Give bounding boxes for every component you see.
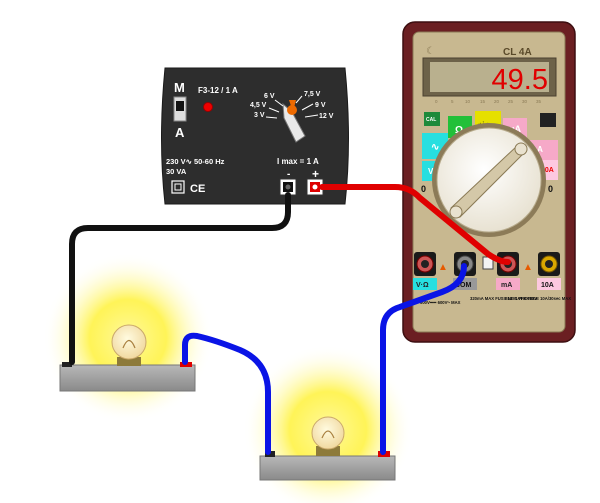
svg-text:35: 35 xyxy=(536,99,542,104)
zero-left: 0 xyxy=(421,184,426,194)
multimeter-model: CL 4A xyxy=(503,47,532,58)
warning-left-icon: ▲ xyxy=(438,262,448,273)
brand-logo-icon: ☾ xyxy=(426,46,435,57)
dc-voltage-icon: V xyxy=(428,167,434,176)
voltage-4-5v: 4,5 V xyxy=(250,102,267,109)
svg-text:Ω: Ω xyxy=(455,125,463,136)
svg-text:25: 25 xyxy=(508,99,514,104)
bulb-2 xyxy=(311,416,345,456)
rotary-dial[interactable] xyxy=(432,123,546,237)
terminal-10a[interactable] xyxy=(538,252,560,276)
voltage-9v: 9 V xyxy=(315,102,326,109)
voltage-7-5v: 7,5 V xyxy=(304,91,321,98)
terminal-label-ma: mA xyxy=(501,282,512,289)
power-rating: 30 VA xyxy=(166,167,187,176)
rating-left: 600V⎓⎓ 600V∿ MAX xyxy=(420,300,461,305)
svg-text:5: 5 xyxy=(451,99,454,104)
wire-red xyxy=(319,184,511,265)
voltage-tick-marks xyxy=(265,95,319,119)
power-led xyxy=(203,102,213,112)
zero-right: 0 xyxy=(548,184,553,194)
svg-text:10: 10 xyxy=(465,99,471,104)
plus-label: + xyxy=(312,167,319,181)
rating-middle: 320mA MAX FUSIBLE CAT II 600V xyxy=(470,296,537,301)
wire-black xyxy=(69,192,291,365)
svg-text:30: 30 xyxy=(522,99,528,104)
bulb-1 xyxy=(111,324,147,366)
svg-text:→↑→: →↑→ xyxy=(477,120,490,126)
voltage-12v: 12 V xyxy=(319,113,334,120)
mains-rating: 230 V∿ 50-60 Hz xyxy=(166,157,225,166)
switch-label-a: A xyxy=(175,125,185,140)
svg-text:10A: 10A xyxy=(541,167,554,174)
bulb-1-base xyxy=(59,364,196,392)
display-reading: 49.5 xyxy=(492,64,548,96)
ce-box-icon xyxy=(171,180,185,194)
terminal-label-com: COM xyxy=(455,282,472,289)
svg-text:0: 0 xyxy=(435,99,438,104)
wire-blue-2 xyxy=(380,263,467,455)
warning-right-icon: ▲ xyxy=(523,262,533,273)
svg-text:μA: μA xyxy=(509,124,522,134)
bargraph-scale: 0 5 10 15 20 25 30 35 xyxy=(435,99,542,104)
model-label: F3-12 / 1 A xyxy=(198,86,238,95)
ac-voltage-icon: ∿ xyxy=(431,142,439,153)
terminal-label-10a: 10A xyxy=(541,282,554,289)
bulb-1-assembly xyxy=(43,253,213,423)
imax-label: I max = 1 A xyxy=(277,157,319,166)
voltage-3v: 3 V xyxy=(254,112,265,119)
multimeter: ☾ CL 4A 49.5 0 5 10 15 20 25 30 35 CAL Ω… xyxy=(402,21,576,343)
voltage-selector[interactable] xyxy=(282,100,306,143)
lcd-display xyxy=(430,62,549,92)
terminal-v-ohm[interactable] xyxy=(414,252,436,276)
psu-negative-terminal[interactable] xyxy=(279,178,297,196)
range-dc-icon[interactable] xyxy=(540,113,556,127)
ce-mark: CE xyxy=(190,183,205,195)
minus-label: - xyxy=(287,169,290,180)
svg-text:20: 20 xyxy=(494,99,500,104)
wire-blue-1 xyxy=(182,332,271,455)
switch-label-m: M xyxy=(174,80,185,95)
voltage-6v: 6 V xyxy=(264,93,275,100)
range-cal[interactable] xyxy=(424,112,440,126)
svg-text:15: 15 xyxy=(480,99,486,104)
rating-right: NON PROTEGE 10A/30sec MAX xyxy=(508,296,571,301)
terminal-label-v-ohm: V·Ω xyxy=(416,282,429,289)
bulb-2-base xyxy=(259,455,396,481)
svg-text:CAL: CAL xyxy=(426,117,436,123)
power-supply: M A F3-12 / 1 A 6 V 7,5 V 4,5 V 9 V 3 V … xyxy=(161,67,349,205)
